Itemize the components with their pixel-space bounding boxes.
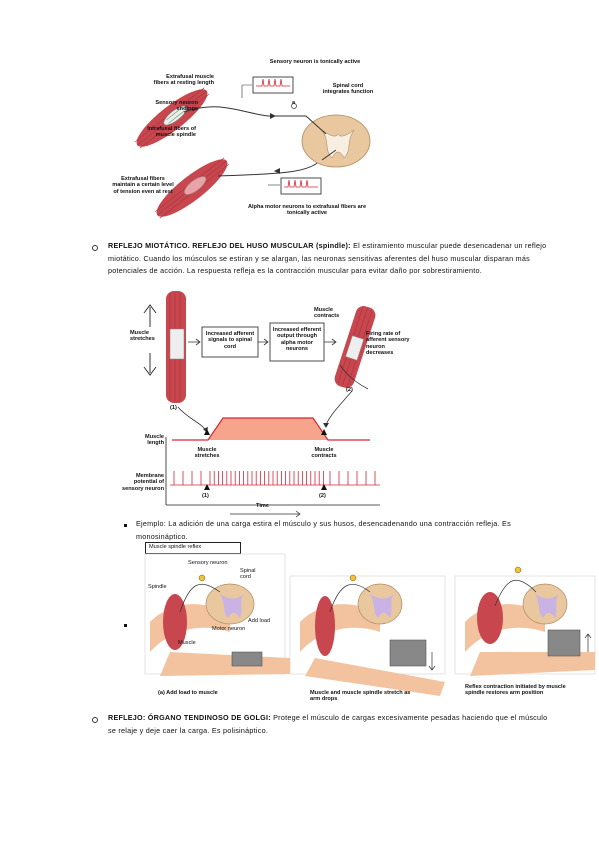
graph-label-contracts: Muscle contracts (311, 447, 337, 460)
axis-time: Time (256, 503, 269, 509)
caption-b: Muscle and muscle spindle stretch as arm… (310, 690, 411, 703)
label-extrafusal-tension: Extrafusal fibers maintain a certain lev… (112, 176, 174, 195)
figure-muscle-spindle-reflex: Muscle spindle reflex Se (140, 542, 599, 702)
label-sensory-neuron: Sensory neuron (188, 560, 228, 566)
label-fig-1: (1) (170, 405, 177, 411)
label-intrafusal: Intrafusal fibers of muscle spindle (147, 126, 196, 139)
header-label: Muscle spindle reflex (149, 544, 202, 550)
axis-membrane-potential: Membrane potential of sensory neuron (122, 473, 164, 492)
figure-muscle-spindle-art (144, 553, 596, 696)
label-spindle: Spindle (148, 584, 167, 590)
label-extrafusal-rest: Extrafusal muscle fibers at resting leng… (153, 74, 214, 87)
label-muscle-contracts: Muscle contracts (314, 307, 340, 320)
figure-tonic-activity-art (134, 76, 371, 219)
label-firing-rate: Firing rate of afferent sensory neuron d… (366, 331, 410, 357)
label-motor-neuron: Motor neuron (212, 626, 246, 632)
graph-label-stretches: Muscle stretches (194, 447, 220, 460)
myotatic-title: REFLEJO MIOTÁTICO. REFLEJO DEL HUSO MUSC… (108, 241, 351, 250)
label-sensory-endings: Sensory neuron endings (155, 100, 198, 113)
bullet-circle (92, 245, 98, 251)
box-afferent-signals: Increased afferent signals to spinal cor… (205, 331, 255, 350)
box-efferent-output: Increased efferent output through alpha … (272, 327, 322, 353)
spike-train (170, 471, 380, 486)
figure-stretch-reflex: Muscle stretches Increased afferent sign… (122, 285, 410, 518)
bullet-square (124, 524, 127, 527)
header-box: Muscle spindle reflex (145, 542, 241, 554)
caption-c: Reflex contraction initiated by muscle s… (465, 684, 566, 697)
label-alpha-motor: Alpha motor neurons to extrafusal fibers… (247, 204, 367, 217)
caption-a: (a) Add load to muscle (158, 690, 218, 696)
tick-1: (1) (202, 493, 209, 499)
paragraph-golgi-reflex: REFLEJO: ÓRGANO TENDINOSO DE GOLGI: Prot… (108, 712, 548, 737)
figure-tonic-activity: Sensory neuron is tonically active Extra… (110, 50, 410, 222)
golgi-text: Protege el músculo de cargas excesivamen… (108, 713, 548, 735)
label-muscle: Muscle (178, 640, 196, 646)
myotatic-text: El estiramiento muscular puede desencade… (108, 241, 547, 275)
label-add-load: Add load (248, 618, 271, 624)
golgi-title: REFLEJO: ÓRGANO TENDINOSO DE GOLGI: (108, 713, 271, 722)
label-spinal-cord-3: Spinal cord (240, 568, 256, 581)
figure-stretch-reflex-art (143, 291, 380, 518)
axis-muscle-length: Muscle length (145, 434, 164, 447)
label-sensory-tonic: Sensory neuron is tonically active (269, 59, 361, 65)
label-muscle-stretches: Muscle stretches (130, 330, 155, 343)
label-spinal-cord: Spinal cord integrates function (322, 83, 374, 96)
example-text: La adición de una carga estira el múscul… (136, 519, 511, 541)
bullet-circle-2 (92, 717, 98, 723)
label-fig-2: (2) (346, 387, 353, 393)
paragraph-myotatic-reflex: REFLEJO MIOTÁTICO. REFLEJO DEL HUSO MUSC… (108, 240, 548, 278)
bullet-square-figure (124, 624, 127, 627)
paragraph-example: Ejemplo: La adición de una carga estira … (136, 518, 556, 543)
tick-2: (2) (319, 493, 326, 499)
example-prefix: Ejemplo: (136, 519, 166, 528)
label-marker-a: a (292, 100, 296, 106)
